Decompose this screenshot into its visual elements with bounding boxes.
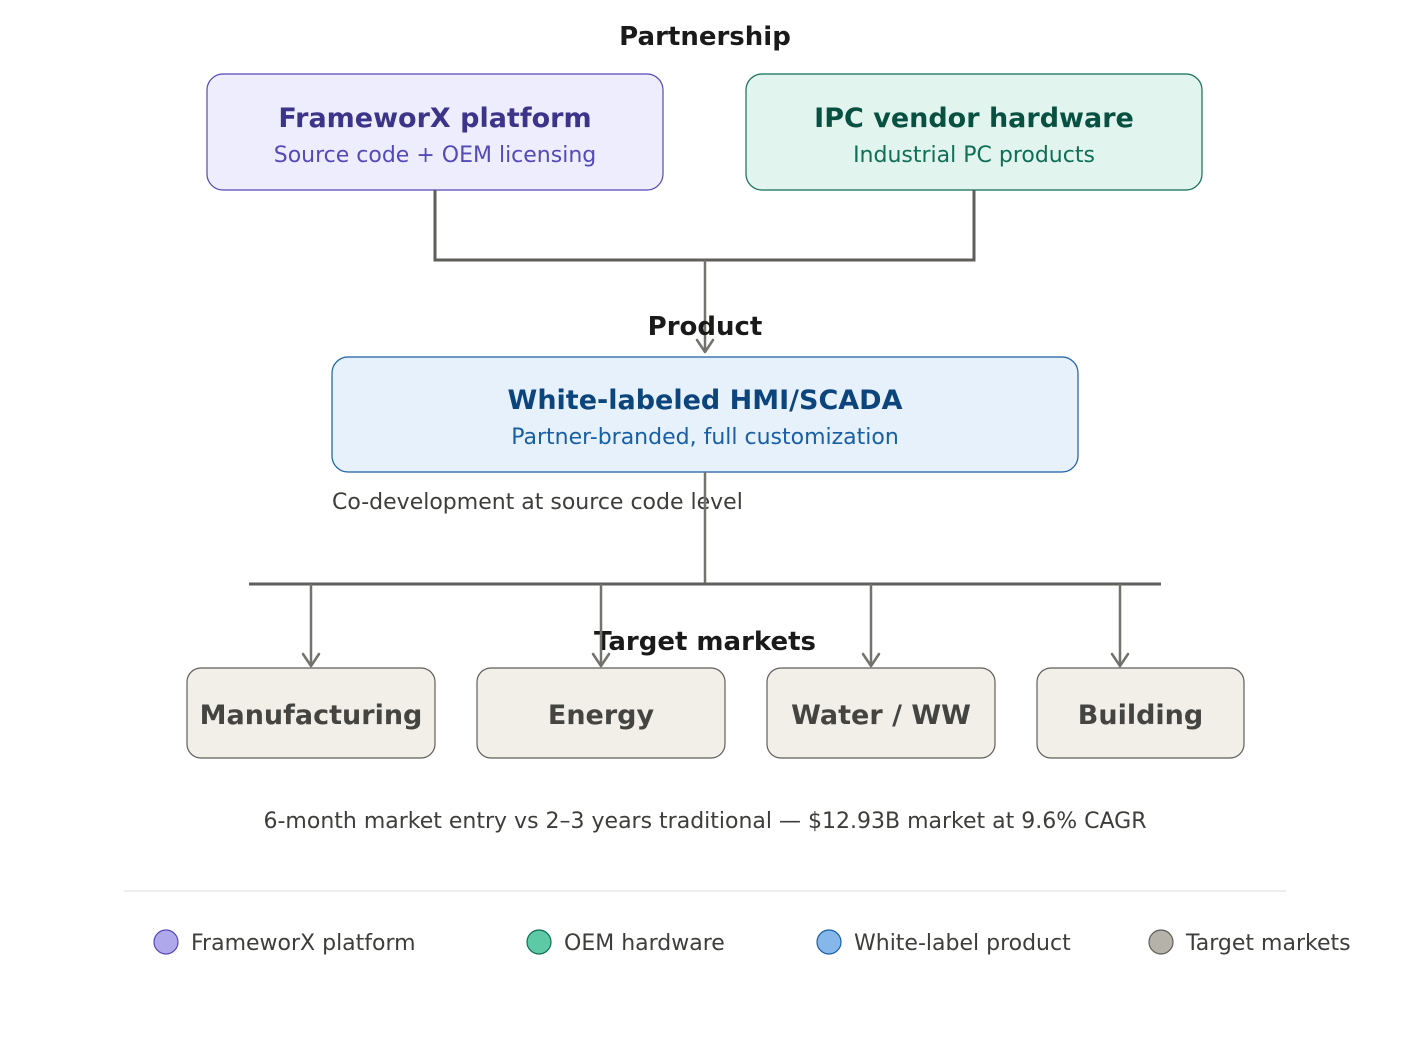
legend-item: FrameworX platform (153, 929, 416, 956)
legend-item: White-label product (816, 929, 1071, 956)
gray-dot-icon (1148, 929, 1174, 955)
footnote-market-summary: 6-month market entry vs 2–3 years tradit… (264, 809, 1147, 834)
market-node-water-ww[interactable]: Water / WW (766, 667, 996, 759)
partnership-join-connector (433, 190, 976, 262)
teal-dot-icon (526, 929, 552, 955)
market-node-manufacturing[interactable]: Manufacturing (186, 667, 436, 759)
node-frameworx-platform[interactable]: FrameworX platform Source code + OEM lic… (206, 73, 664, 191)
node-product-subtitle: Partner-branded, full customization (511, 425, 899, 450)
node-frameworx-subtitle: Source code + OEM licensing (274, 143, 597, 168)
legend-item: OEM hardware (526, 929, 725, 956)
market-node-energy[interactable]: Energy (476, 667, 726, 759)
section-title-product: Product (648, 312, 763, 342)
market-nodes-group: Manufacturing Energy Water / WW Building (186, 584, 1245, 759)
node-product-title: White-labeled HMI/SCADA (508, 385, 903, 416)
node-ipc-title: IPC vendor hardware (814, 103, 1134, 134)
legend-label: Target markets (1185, 931, 1351, 956)
purple-dot-icon (153, 929, 179, 955)
node-ipc-vendor-hardware[interactable]: IPC vendor hardware Industrial PC produc… (745, 73, 1203, 191)
arrow-to-energy-head (591, 652, 611, 668)
node-frameworx-title: FrameworX platform (278, 103, 591, 134)
codev-note: Co-development at source code level (332, 490, 743, 515)
market-label: Water / WW (791, 700, 971, 731)
node-ipc-subtitle: Industrial PC products (853, 143, 1095, 168)
market-box (766, 667, 996, 759)
blue-dot-icon (816, 929, 842, 955)
legend-item: Target markets (1148, 929, 1351, 956)
legend: FrameworX platform OEM hardware White-labe… (153, 929, 1351, 956)
legend-label: FrameworX platform (191, 931, 416, 956)
arrow-to-water-ww-head (861, 652, 881, 668)
market-label: Manufacturing (200, 700, 423, 731)
node-white-labeled-product[interactable]: White-labeled HMI/SCADA Partner-branded,… (331, 356, 1079, 473)
arrow-to-product-head (695, 338, 715, 354)
legend-label: White-label product (854, 931, 1071, 956)
legend-label: OEM hardware (564, 931, 725, 956)
market-box (476, 667, 726, 759)
market-label: Energy (548, 700, 655, 731)
section-title-partnership: Partnership (619, 22, 791, 52)
arrow-to-manufacturing-head (301, 652, 321, 668)
section-title-target-markets: Target markets (594, 627, 816, 657)
arrow-to-building-head (1110, 652, 1130, 668)
market-node-building[interactable]: Building (1036, 667, 1245, 759)
market-label: Building (1078, 700, 1203, 731)
market-box (1036, 667, 1245, 759)
market-box (186, 667, 436, 759)
